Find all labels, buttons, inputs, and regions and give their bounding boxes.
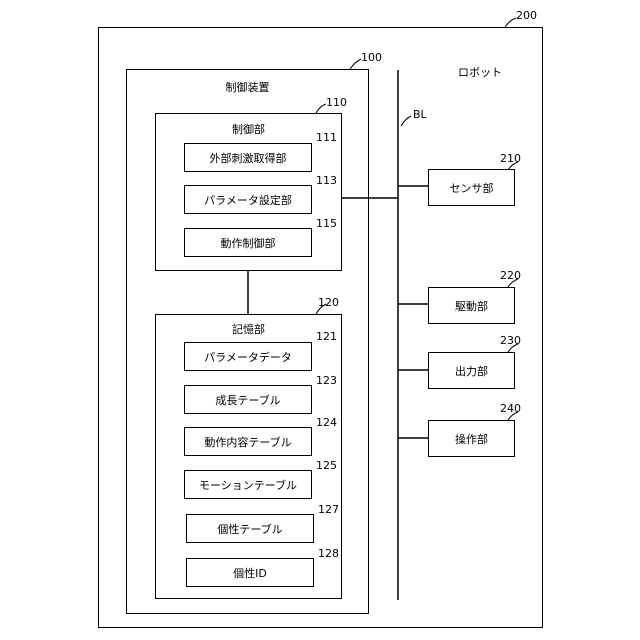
drive-unit-label: 駆動部 [455,298,488,314]
output-unit-ref: 230 [500,334,521,347]
external-stimulus-acquisition-label: 外部刺激取得部 [210,150,287,166]
operation-unit-ref: 240 [500,402,521,415]
bus-ref: BL [413,108,427,121]
motion-control-ref: 115 [316,217,337,230]
storage-unit-title: 記憶部 [156,321,341,337]
leader-200 [505,18,516,27]
parameter-data-box: パラメータデータ [184,342,312,371]
external-stimulus-acquisition-ref: 111 [316,131,337,144]
personality-table-ref: 127 [318,503,339,516]
control-unit-title: 制御部 [156,121,341,137]
robot-label: ロボット [458,66,502,79]
parameter-setting-ref: 113 [316,174,337,187]
parameter-setting-label: パラメータ設定部 [204,192,292,208]
control-device-title: 制御装置 [127,79,368,95]
growth-table-box: 成長テーブル [184,385,312,414]
robot-ref: 200 [516,9,537,22]
personality-id-label: 個性ID [233,565,267,581]
motion-table-label: モーションテーブル [199,477,297,493]
parameter-data-label: パラメータデータ [204,349,292,365]
parameter-data-ref: 121 [316,330,337,343]
personality-id-box: 個性ID [186,558,314,587]
storage-unit-ref: 120 [318,296,339,309]
motion-content-table-box: 動作内容テーブル [184,427,312,456]
control-device-ref: 100 [361,51,382,64]
growth-table-ref: 123 [316,374,337,387]
personality-id-ref: 128 [318,547,339,560]
personality-table-label: 個性テーブル [217,521,282,537]
motion-control-box: 動作制御部 [184,228,312,257]
motion-table-box: モーションテーブル [184,470,312,499]
growth-table-label: 成長テーブル [215,392,280,408]
control-unit-ref: 110 [326,96,347,109]
output-unit-box: 出力部 [428,352,515,389]
motion-control-label: 動作制御部 [221,235,276,251]
motion-table-ref: 125 [316,459,337,472]
motion-content-table-ref: 124 [316,416,337,429]
personality-table-box: 個性テーブル [186,514,314,543]
output-unit-label: 出力部 [455,363,488,379]
sensor-unit-label: センサ部 [450,180,494,196]
motion-content-table-label: 動作内容テーブル [204,434,291,450]
external-stimulus-acquisition-box: 外部刺激取得部 [184,143,312,172]
operation-unit-box: 操作部 [428,420,515,457]
parameter-setting-box: パラメータ設定部 [184,185,312,214]
drive-unit-ref: 220 [500,269,521,282]
operation-unit-label: 操作部 [455,431,488,447]
sensor-unit-box: センサ部 [428,169,515,206]
drive-unit-box: 駆動部 [428,287,515,324]
sensor-unit-ref: 210 [500,152,521,165]
